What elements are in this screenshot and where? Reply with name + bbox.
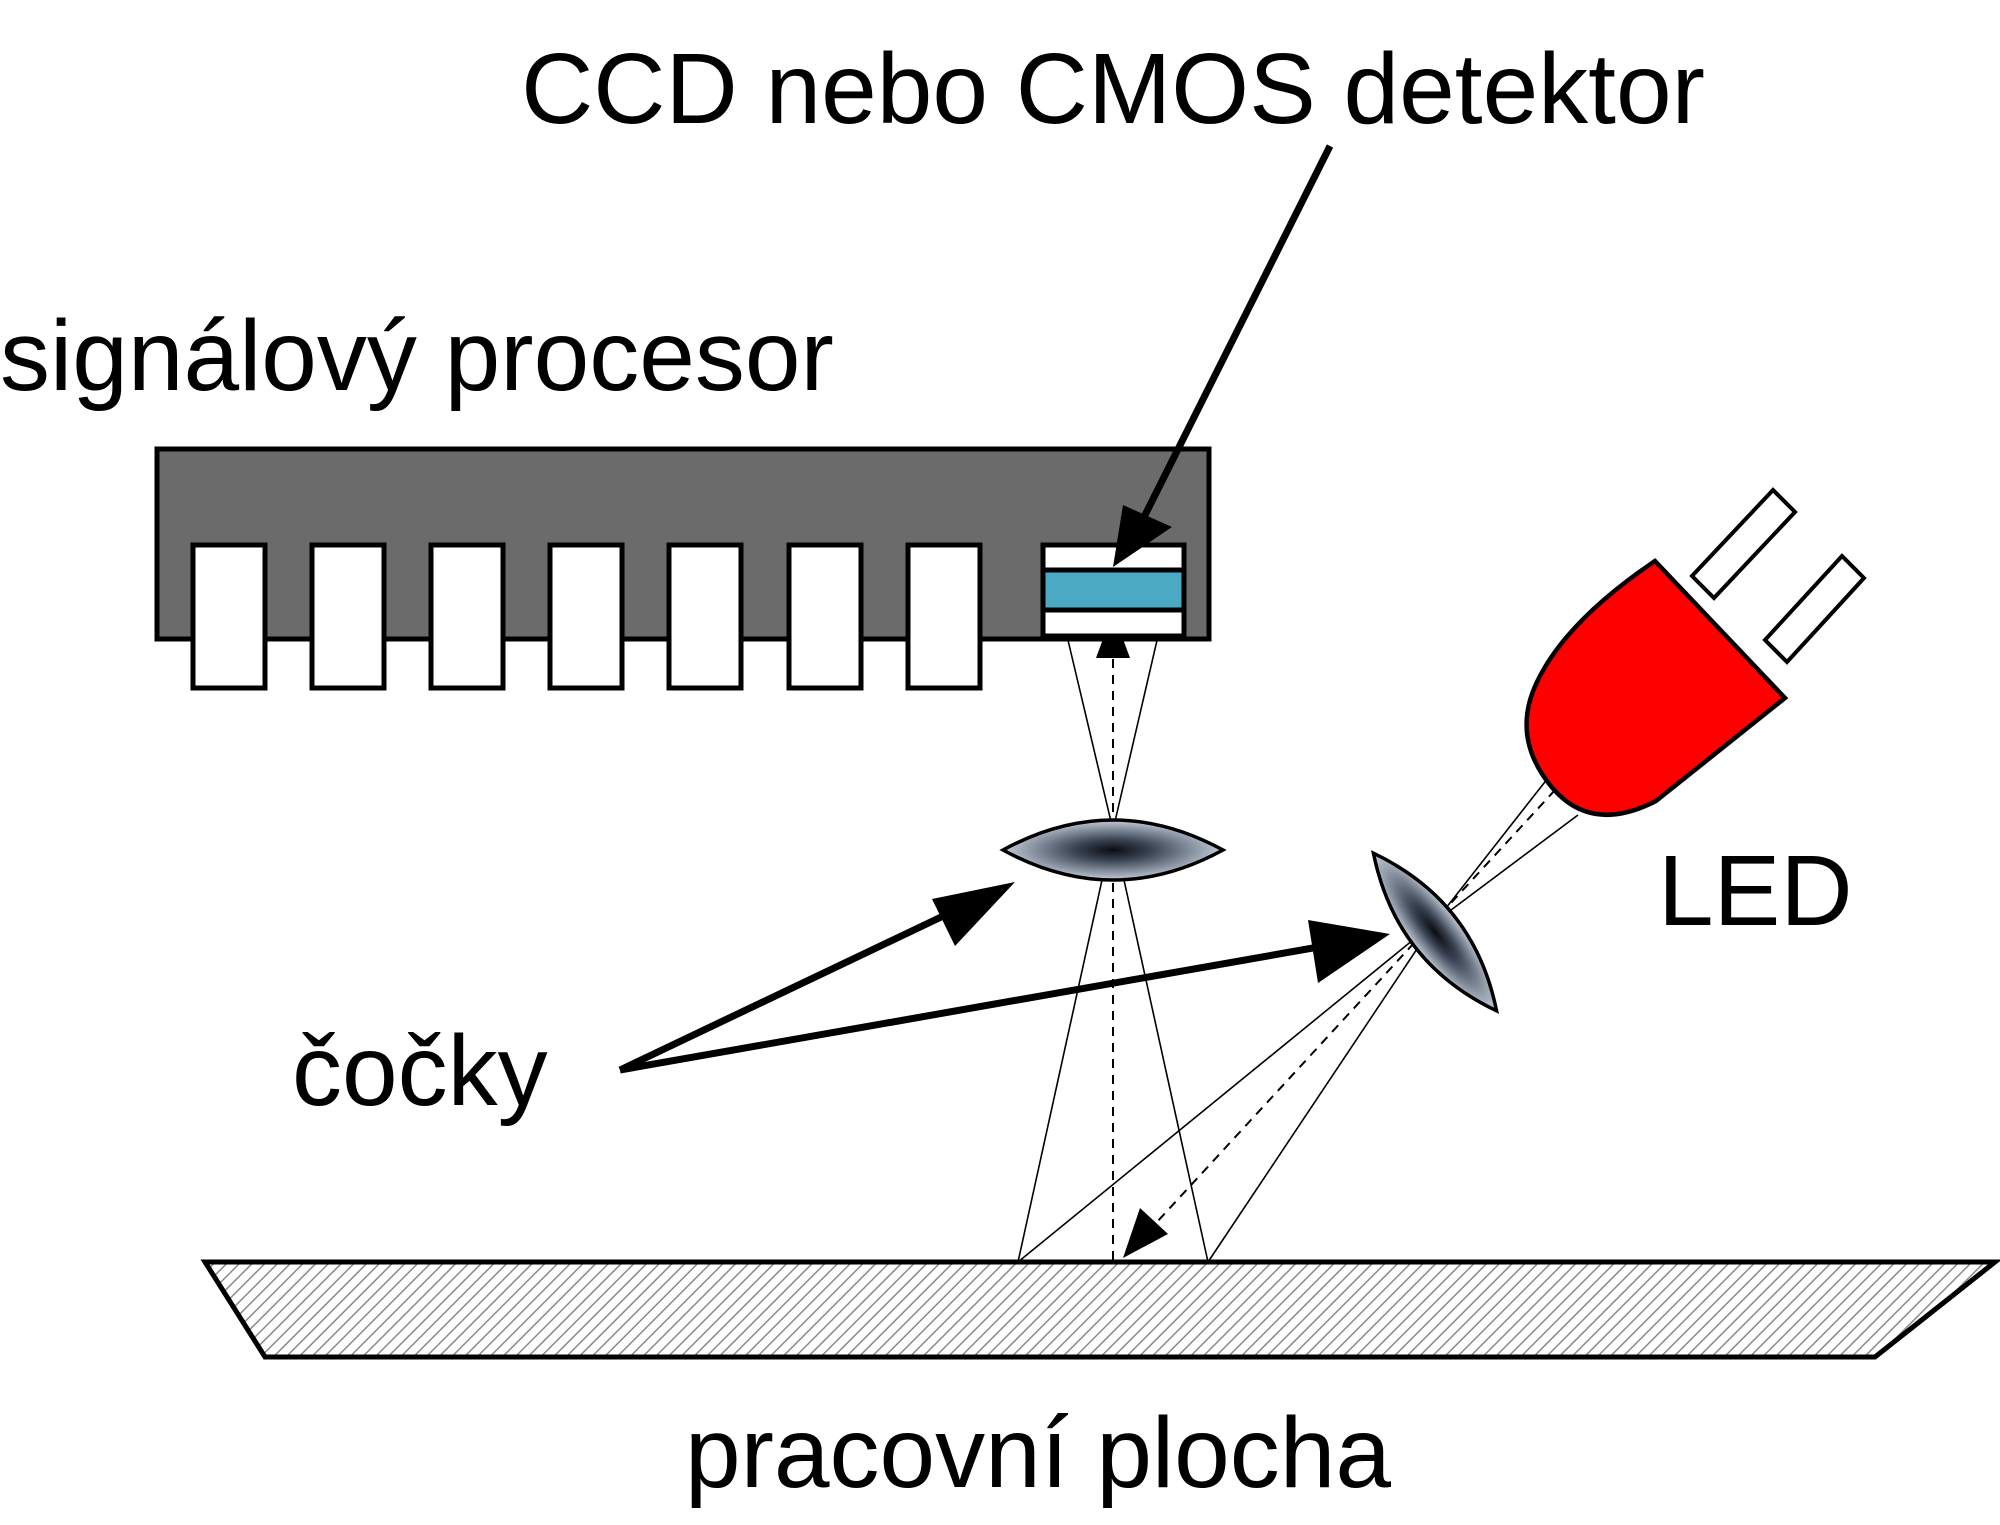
lens-detector [999, 818, 1227, 882]
led-label: LED [1658, 835, 1853, 947]
processor-pin [190, 542, 268, 691]
processor-pin [905, 542, 983, 691]
processor-pin [428, 542, 506, 691]
lens-leader-line-2 [619, 941, 1331, 1074]
led-component [1524, 487, 1867, 817]
light-rays [1017, 635, 1579, 1263]
lenses-label: čočky [292, 1015, 548, 1127]
processor-pin [666, 542, 744, 691]
processor-pin [547, 542, 625, 691]
processor-pins [190, 542, 983, 691]
led-body [1524, 558, 1789, 817]
processor-pin [309, 542, 387, 691]
lens-leader-arrowhead-2 [1308, 920, 1390, 983]
lens-led [1371, 850, 1499, 1014]
incident-ray-arrowhead [1123, 1208, 1168, 1258]
surface-label: pracovní plocha [685, 1397, 1391, 1509]
led-lead [1762, 553, 1867, 665]
work-surface [200, 1259, 2000, 1360]
optical-axes [1112, 650, 1556, 1260]
led-lead [1689, 487, 1798, 601]
lens-leader-arrowhead-1 [932, 882, 1015, 946]
ccd-cmos-sensor [1040, 567, 1187, 613]
processor-label: signálový procesor [0, 300, 834, 412]
processor-pin [786, 542, 864, 691]
detector-label: CCD nebo CMOS detektor [521, 33, 1705, 145]
detector-leader-arrowhead [1113, 505, 1172, 567]
detector-leader-line [1136, 144, 1334, 527]
lens-leader-line-1 [618, 904, 962, 1074]
